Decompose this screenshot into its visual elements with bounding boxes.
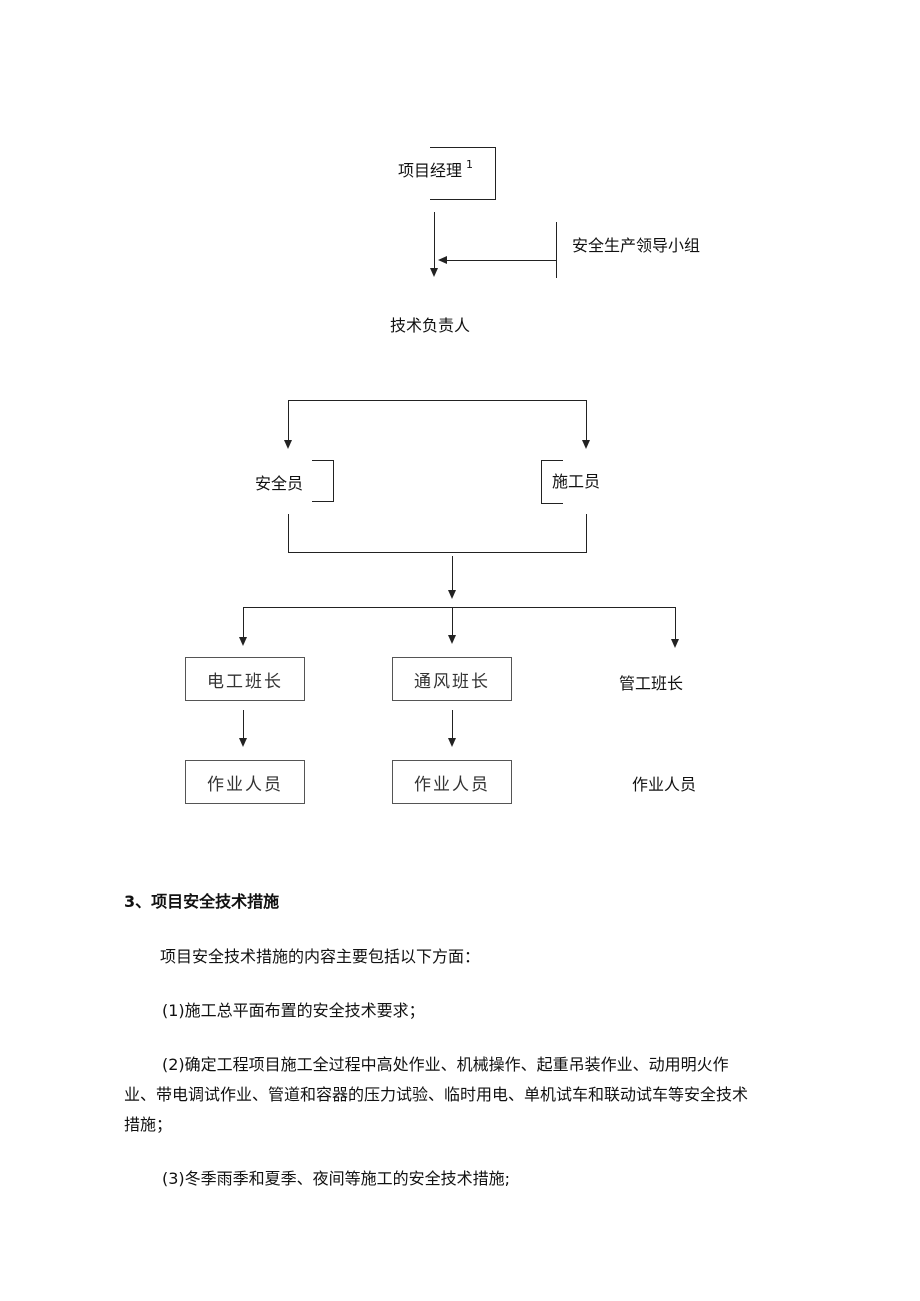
pm-bracket-top [430, 147, 496, 148]
safety-officer-bracket-top [312, 460, 334, 461]
item-2-line-1: (2)确定工程项目施工全过程中高处作业、机械操作、起重吊装作业、动用明火作 [162, 1055, 729, 1074]
construction-officer-bracket-top [541, 460, 563, 461]
intro-paragraph: 项目安全技术措施的内容主要包括以下方面： [160, 947, 481, 966]
merge-left-line [288, 514, 289, 552]
safety-officer-bracket-right [333, 460, 334, 502]
ventilation-down-line [452, 710, 453, 738]
electric-down-line [243, 710, 244, 738]
team-split-left-line [243, 607, 244, 637]
workers-electric-box: 作业人员 [185, 760, 305, 804]
pm-bracket-right [495, 147, 496, 199]
tech-lead-label: 技术负责人 [390, 316, 471, 335]
ventilation-down-arrowhead [448, 738, 456, 747]
team-split-right-arrowhead [671, 639, 679, 648]
item-1: (1)施工总平面布置的安全技术要求； [162, 1001, 425, 1020]
team-split-mid-line [452, 607, 453, 635]
split-left-arrowhead [284, 440, 292, 449]
workers-pipe-label: 作业人员 [632, 775, 697, 794]
team-split-right-line [675, 607, 676, 639]
team-split-mid-arrowhead [448, 635, 456, 644]
electric-down-arrowhead [239, 738, 247, 747]
safety-group-arrow-line [447, 260, 556, 261]
safety-officer-label: 安全员 [255, 474, 304, 493]
construction-officer-bracket-left [541, 460, 542, 504]
ventilation-lead-box: 通风班长 [392, 657, 512, 701]
safety-group-label: 安全生产领导小组 [572, 236, 701, 255]
project-manager-label: 项目经理 [398, 161, 463, 180]
split-right-line [586, 400, 587, 440]
merge-down-arrowhead [448, 590, 456, 599]
item-2-line-3: 措施； [124, 1115, 173, 1134]
merge-right-line [586, 514, 587, 552]
team-split-left-arrowhead [239, 637, 247, 646]
section-heading: 3、项目安全技术措施 [124, 892, 280, 911]
tech-split-line [288, 400, 587, 401]
item-2-line-2: 业、带电调试作业、管道和容器的压力试验、临时用电、单机试车和联动试车等安全技术 [124, 1085, 749, 1104]
safety-group-arrowhead [438, 256, 447, 264]
item-3: (3)冬季雨季和夏季、夜间等施工的安全技术措施; [162, 1169, 511, 1188]
team-split-line [243, 607, 676, 608]
pipe-lead-label: 管工班长 [619, 674, 684, 693]
split-right-arrowhead [582, 440, 590, 449]
safety-officer-bracket-bottom [312, 501, 334, 502]
merge-horizontal-line [288, 552, 587, 553]
pm-bracket-bottom [430, 199, 496, 200]
project-manager-mark: 1 [466, 158, 473, 171]
construction-officer-bracket-bottom [541, 503, 563, 504]
pm-down-arrowhead [430, 268, 438, 277]
electric-lead-box: 电工班长 [185, 657, 305, 701]
split-left-line [288, 400, 289, 440]
merge-down-line [452, 556, 453, 590]
construction-officer-label: 施工员 [552, 472, 601, 491]
workers-ventilation-box: 作业人员 [392, 760, 512, 804]
pm-down-line [434, 212, 435, 268]
safety-group-bracket [556, 222, 557, 278]
